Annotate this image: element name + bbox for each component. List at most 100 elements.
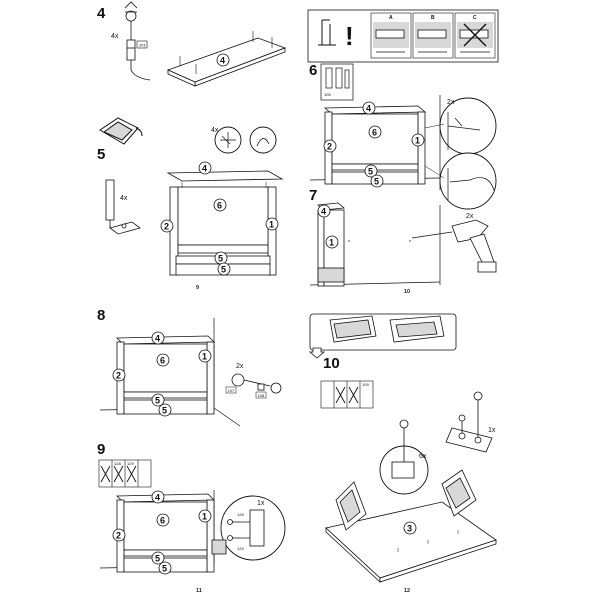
dowel-inset [105, 179, 141, 235]
part-5b-circle-s5 [217, 262, 231, 276]
part-6-circle-s5 [213, 198, 227, 212]
part-1-label-s9: 1 [202, 512, 207, 522]
hw-code-107: 107 [228, 388, 235, 393]
part-1-label-s7: 1 [329, 238, 334, 248]
part-4-label: 4 [220, 56, 225, 66]
dowel-callout [124, 1, 151, 81]
part-4-circle [216, 53, 230, 67]
warning-col-b: B [431, 15, 435, 21]
part-5b-circle-s9 [158, 561, 172, 575]
step-8-qty: 2x [236, 363, 244, 370]
part-1-circle-s8 [198, 349, 212, 363]
part-2-circle-s9 [112, 528, 126, 542]
hw-code-109: 109 [362, 382, 369, 387]
part-4-circle-s9 [151, 490, 165, 504]
part-5b-circle-s6 [370, 174, 384, 188]
step-7-number: 7 [309, 187, 318, 204]
step-5-inset-qty: 4x [120, 195, 128, 202]
part-4-label-s5: 4 [202, 164, 207, 174]
part-5a-circle-s6 [364, 164, 378, 178]
part-5b-circle-s8 [158, 403, 172, 417]
part-4-circle-s5 [198, 161, 212, 175]
part-4-label-s6: 4 [366, 104, 371, 114]
part-5a-circle-s8 [151, 393, 165, 407]
base-panel-3 [325, 501, 497, 583]
part-4-circle-s8 [151, 331, 165, 345]
step-5-qty: 4x [211, 127, 219, 134]
mark-x1: x [348, 238, 350, 243]
step-6-qty: 2x [447, 99, 455, 106]
page-number-9: 9 [196, 285, 200, 291]
step-4-number: 4 [97, 5, 106, 22]
part-2-label-s5: 2 [164, 222, 169, 232]
warning-col-c: C [473, 15, 477, 21]
brackets-s10 [335, 469, 477, 531]
part-3-label: 3 [407, 524, 412, 534]
tap-inset [99, 117, 143, 145]
part-6-circle-s6 [368, 125, 382, 139]
step-7-qty: 2x [466, 213, 474, 220]
cabinet-step-8 [116, 335, 215, 415]
part-3-circle [403, 521, 417, 535]
warning-exclamation: ! [345, 21, 354, 51]
step-10-qty-6x: 6x [419, 453, 427, 460]
part-1-circle-s9 [198, 509, 212, 523]
step-5-number: 5 [97, 146, 106, 163]
part-5b-label-s8: 5 [162, 406, 167, 416]
part-4-circle-s6 [362, 101, 376, 115]
hardware-strip-s9 [98, 459, 152, 488]
part-1-label-s5: 1 [269, 220, 274, 230]
cabinet-step-9 [116, 493, 215, 573]
cam-detail-b [249, 126, 277, 154]
part-2-circle-s8 [112, 368, 126, 382]
part-6-label-s6: 6 [372, 128, 377, 138]
mark-x2: x [409, 238, 411, 243]
part-2-label-s8: 2 [116, 371, 121, 381]
hw-code-128: 128 [114, 461, 121, 466]
part-2-label-s9: 2 [116, 531, 121, 541]
zoom-detail-bottom [439, 152, 497, 210]
part-4-circle-s7 [317, 204, 331, 218]
page-number-11: 11 [196, 588, 202, 594]
step-4-qty: 4x [111, 33, 119, 40]
part-4-label-s7: 4 [321, 207, 326, 217]
step-9-qty: 1x [257, 500, 265, 507]
part-5a-circle-s9 [151, 551, 165, 565]
warning-col-a: A [389, 15, 393, 21]
hw-code-128-b: 128 [237, 512, 244, 517]
part-5b-label-s6: 5 [374, 177, 379, 187]
cross-icon [463, 23, 487, 47]
part-5a-label-s6: 5 [368, 167, 373, 177]
hw-code-129-b: 129 [237, 546, 244, 551]
part-1-label-s6: 1 [415, 136, 420, 146]
part-1-circle-s7 [325, 235, 339, 249]
part-2-circle-s5 [160, 219, 174, 233]
part-5a-label-s9: 5 [155, 554, 160, 564]
step-10-qty-1x: 1x [488, 427, 496, 434]
step-8-number: 8 [97, 307, 106, 324]
part-5a-label-s8: 5 [155, 396, 160, 406]
hw-code-101: 101 [139, 43, 146, 48]
part-6-label-s8: 6 [160, 356, 165, 366]
part-6-circle-s8 [156, 353, 170, 367]
part-5b-label-s9: 5 [162, 564, 167, 574]
screw-callout [231, 373, 282, 394]
step-6-number: 6 [309, 62, 318, 79]
part-6-label-s5: 6 [217, 201, 222, 211]
cross-icon [100, 465, 137, 483]
part-1-circle-s5 [265, 217, 279, 231]
part-1-circle-s6 [411, 133, 425, 147]
part-6-label-s9: 6 [160, 516, 165, 526]
part-2-label-s6: 2 [327, 142, 332, 152]
hw-code-108: 108 [258, 393, 265, 398]
hw-code-105: 105 [324, 92, 331, 97]
part-4-label-s8: 4 [155, 334, 160, 344]
